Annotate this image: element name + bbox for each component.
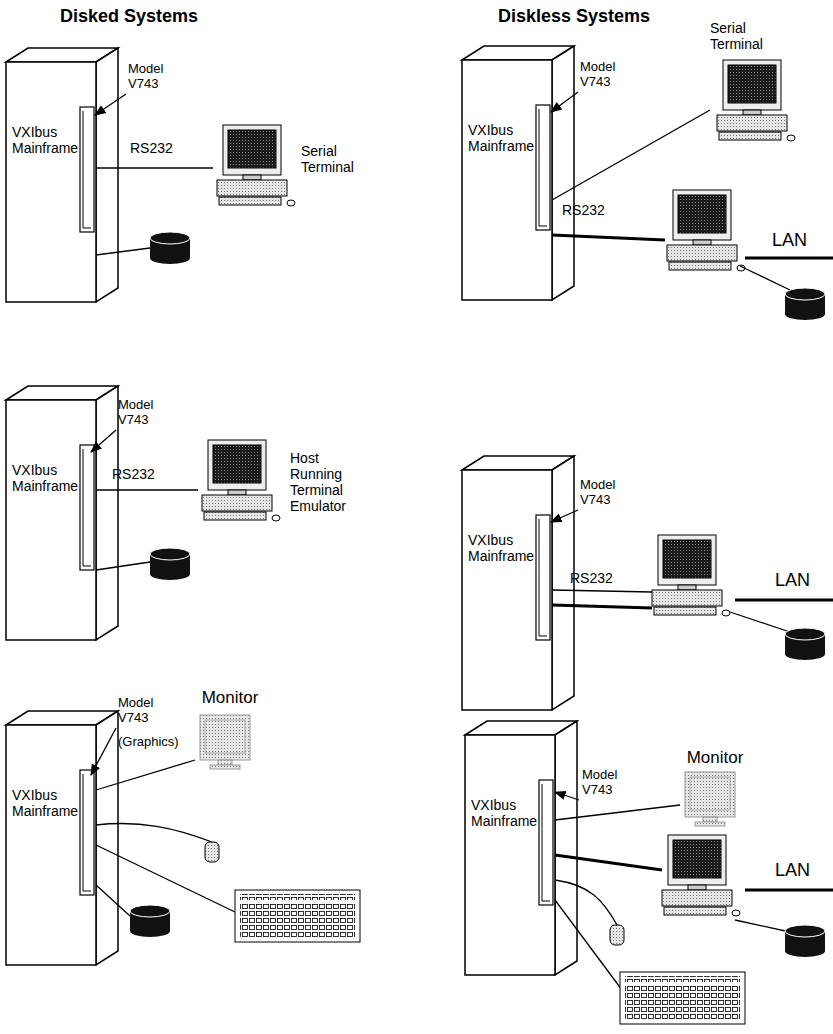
model-callout: Model V743	[118, 696, 164, 726]
leader-arrow	[551, 510, 578, 522]
monitor-box: Monitor	[195, 688, 267, 783]
option-label: (Graphics)	[118, 735, 179, 750]
model-callout: Model V743	[128, 62, 174, 92]
disk-cable	[730, 612, 790, 632]
mouse-icon	[610, 925, 624, 945]
mouse-icon	[205, 842, 219, 862]
lan-cable	[555, 855, 662, 870]
disk-cable	[740, 266, 790, 290]
mainframe-cabinet	[6, 48, 118, 302]
serial-cable	[552, 590, 652, 592]
port-label: RS232	[112, 466, 155, 482]
leader-arrow	[91, 728, 116, 775]
mainframe-cabinet	[6, 386, 118, 640]
host-icon	[667, 190, 745, 271]
node-text: VXIbus Mainframe	[471, 797, 539, 829]
terminal-box: Serial Terminal	[213, 125, 383, 215]
mainframe-cabinet	[465, 721, 577, 975]
disk-icon	[785, 925, 825, 957]
model-callout: Model V743	[580, 60, 626, 90]
keyboard-icon	[235, 890, 360, 942]
node-text: VXIbus Mainframe	[12, 787, 80, 819]
mainframe-cabinet	[462, 456, 574, 710]
cable-connector	[96, 760, 195, 790]
disk-cable	[735, 920, 790, 932]
lan-cable	[552, 235, 665, 240]
disk-cable	[96, 562, 150, 570]
disk-icon	[785, 628, 825, 660]
model-callout: Model V743	[118, 398, 164, 428]
mainframe-box: VXIbus Mainframe	[462, 60, 552, 300]
cable-connector	[96, 167, 213, 168]
host-icon	[652, 535, 730, 616]
leader-arrow	[555, 792, 579, 800]
leader-arrow	[95, 94, 126, 115]
terminal-box: Serial Terminal	[710, 20, 805, 155]
lan-line	[735, 599, 833, 602]
monitor-icon	[685, 772, 735, 826]
column-heading: Disked Systems	[60, 6, 198, 27]
network-label: LAN	[775, 570, 810, 591]
terminal-icon	[217, 125, 295, 206]
cable-connector	[96, 489, 198, 490]
disk-icon	[130, 905, 170, 937]
disk-cable	[96, 885, 130, 916]
lan-line	[745, 889, 833, 892]
keyboard-cable	[555, 900, 622, 990]
disk-icon	[150, 548, 190, 580]
leader-arrow	[551, 92, 578, 112]
port-label: RS232	[570, 570, 613, 586]
lan-cable	[552, 605, 652, 608]
mainframe-box: VXIbus Mainframe	[462, 470, 552, 710]
node-text: VXIbus Mainframe	[468, 122, 536, 154]
monitor-box: Monitor	[680, 748, 752, 833]
node-text: VXIbus Mainframe	[12, 124, 80, 156]
terminal-icon	[717, 60, 795, 141]
node-text: Monitor	[197, 688, 263, 708]
port-label: RS232	[130, 140, 173, 156]
keyboard-cable	[96, 845, 235, 912]
keyboard-icon	[620, 972, 745, 1024]
model-callout: Model V743	[580, 478, 626, 508]
mainframe-box: VXIbus Mainframe	[6, 400, 96, 640]
mouse-cable	[555, 880, 617, 925]
node-text: Monitor	[682, 748, 748, 768]
mainframe-box: VXIbus Mainframe	[6, 725, 96, 965]
lan-line	[745, 257, 833, 260]
mainframe-cabinet	[6, 711, 118, 965]
mainframe-box: VXIbus Mainframe	[465, 735, 555, 975]
model-callout: Model V743	[582, 768, 628, 798]
node-text: VXIbus Mainframe	[468, 532, 536, 564]
node-text: Serial Terminal	[710, 20, 782, 52]
node-text: VXIbus Mainframe	[12, 462, 80, 494]
monitor-icon	[200, 715, 250, 769]
node-text: Host Running Terminal Emulator	[290, 450, 364, 514]
host-icon	[202, 440, 280, 521]
port-label: RS232	[562, 202, 605, 218]
disk-cable	[96, 248, 150, 255]
disk-icon	[785, 288, 825, 320]
network-label: LAN	[772, 230, 807, 251]
network-label: LAN	[775, 860, 810, 881]
cable-connector	[555, 805, 680, 820]
node-text: Serial Terminal	[301, 143, 373, 175]
mainframe-box: VXIbus Mainframe	[6, 62, 96, 302]
host-box: Host Running Terminal Emulator	[198, 440, 373, 535]
host-icon	[662, 835, 740, 916]
mainframe-cabinet	[462, 46, 574, 300]
cable-connector	[552, 110, 710, 200]
mouse-cable	[96, 824, 212, 842]
disk-icon	[150, 232, 190, 264]
column-heading: Diskless Systems	[498, 6, 650, 27]
leader-arrow	[91, 430, 116, 452]
